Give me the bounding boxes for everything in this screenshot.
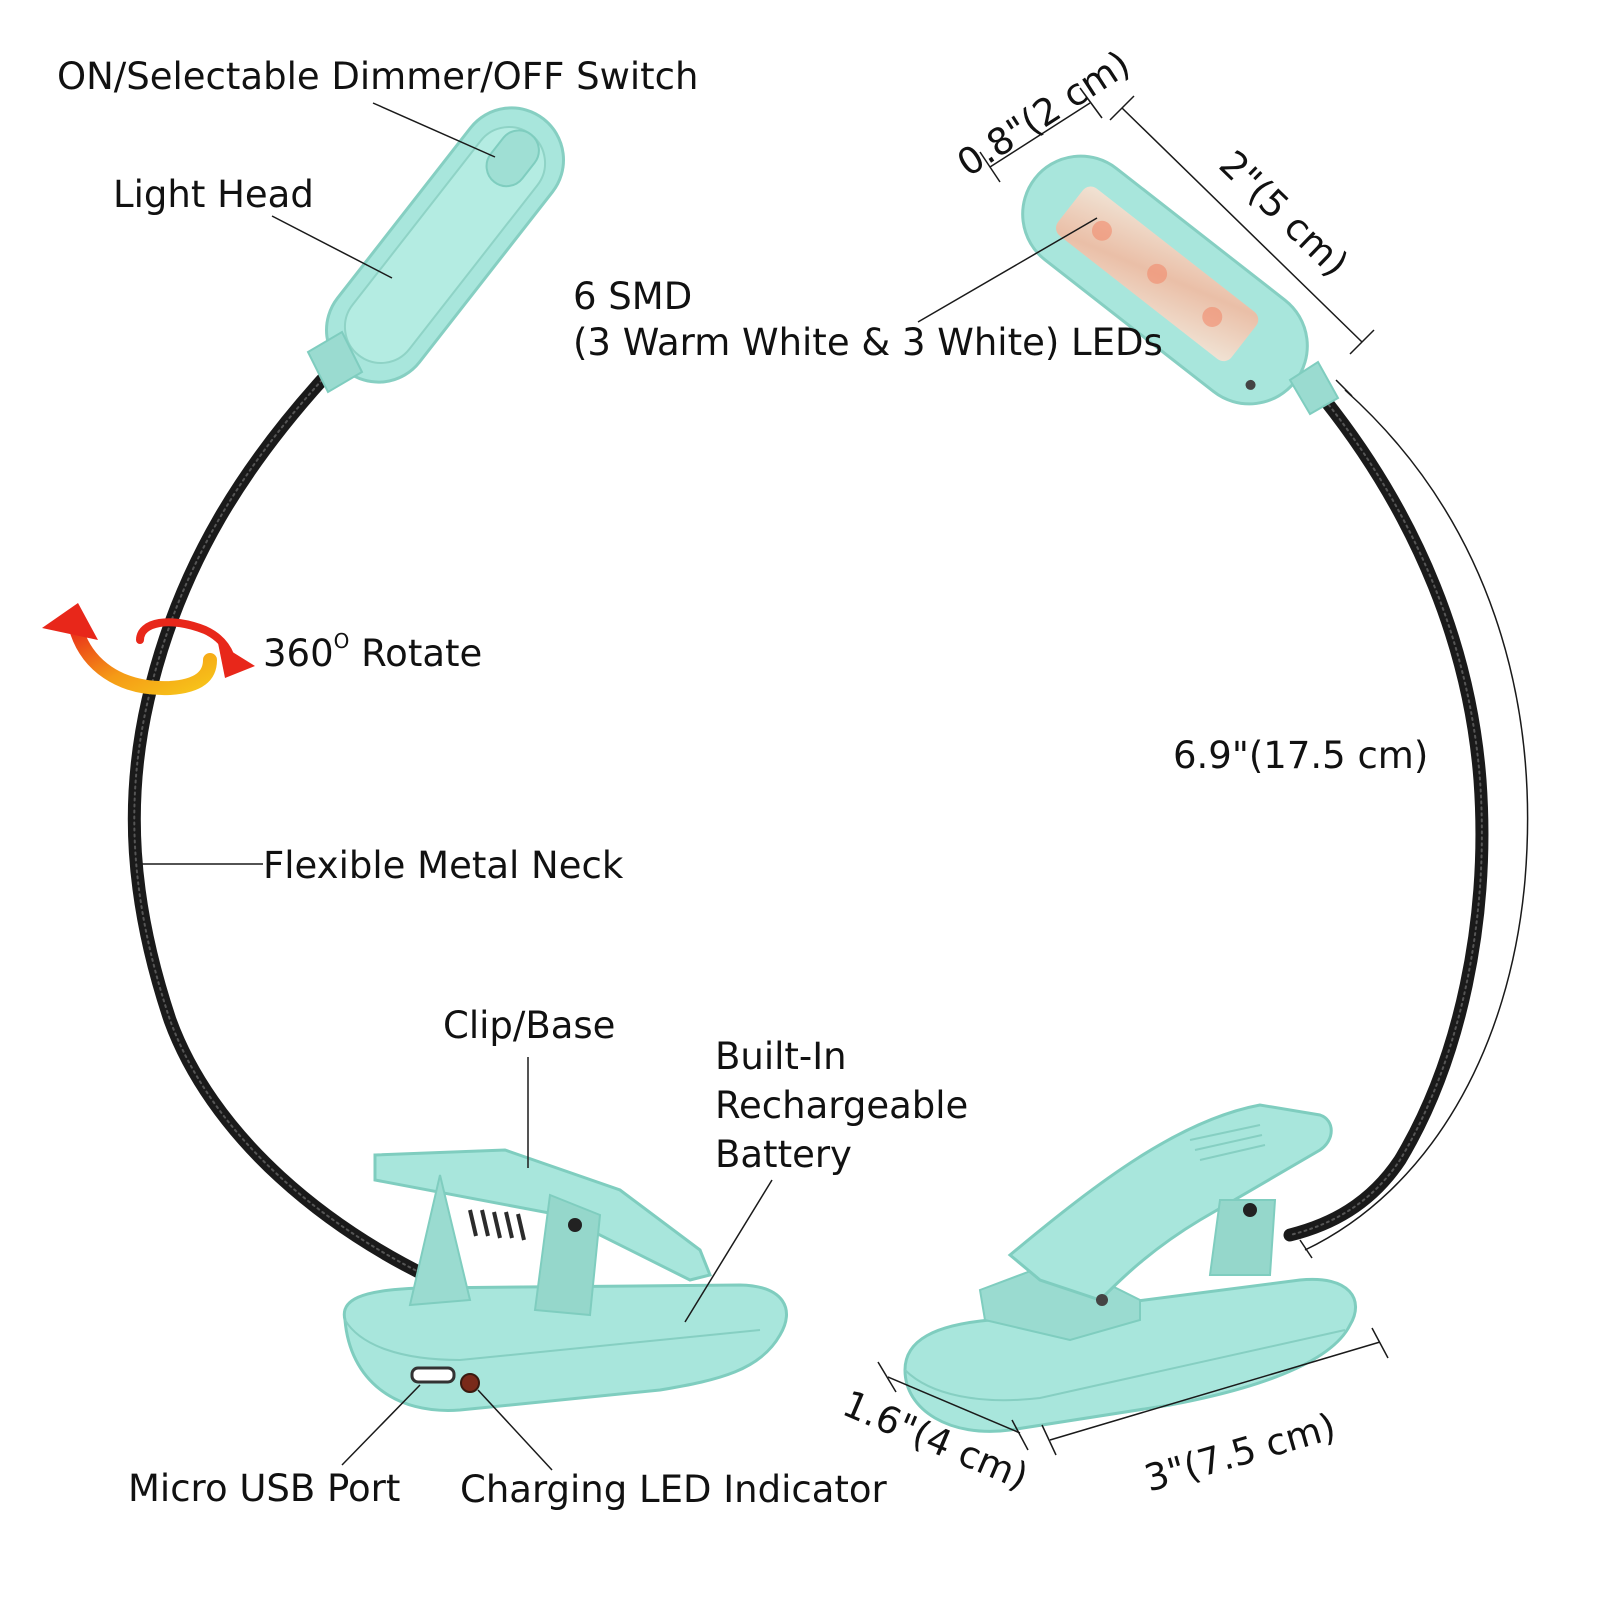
left-clip-base: [342, 1148, 788, 1412]
rotate-suffix: Rotate: [361, 632, 483, 675]
rotate-arrow-icon: [42, 603, 255, 696]
left-head-collar: [306, 330, 364, 394]
rotate-degrees: 360: [263, 632, 334, 675]
switch-label: ON/Selectable Dimmer/OFF Switch: [57, 55, 699, 98]
neck-length-dimension: 6.9"(17.5 cm): [1173, 734, 1429, 777]
battery-label-line1: Built-In: [715, 1035, 847, 1078]
battery-label-line2: Rechargeable: [715, 1084, 969, 1127]
right-clip-base: [903, 1103, 1357, 1433]
usb-label: Micro USB Port: [128, 1467, 401, 1510]
usb-port-icon: [410, 1366, 456, 1384]
neck-label: Flexible Metal Neck: [263, 844, 624, 887]
clip-base-label: Clip/Base: [443, 1004, 616, 1047]
switch-button-icon: [485, 129, 540, 188]
leader-lines: [140, 102, 1098, 1471]
smd-label-line2: (3 Warm White & 3 White) LEDs: [573, 321, 1163, 364]
light-head-label: Light Head: [113, 173, 314, 216]
dimension-lines: [877, 87, 1529, 1456]
battery-label-line3: Battery: [715, 1133, 852, 1176]
smd-label-line1: 6 SMD: [573, 275, 693, 318]
rotate-label: 360O Rotate: [263, 630, 482, 676]
right-light-head: [1021, 154, 1309, 406]
charging-led-icon: [460, 1373, 480, 1393]
right-head-collar: [1288, 360, 1340, 416]
right-neck: [1283, 393, 1489, 1242]
degree-icon: O: [333, 629, 350, 653]
charging-label: Charging LED Indicator: [460, 1468, 887, 1511]
